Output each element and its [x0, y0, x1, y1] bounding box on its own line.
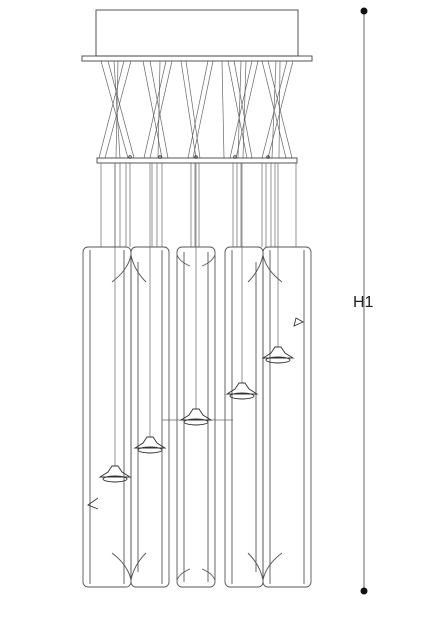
pendant-lamp: [225, 382, 259, 400]
suspension-cables: [98, 60, 294, 159]
tube-5: [262, 246, 312, 588]
ceiling-canopy: [81, 9, 313, 62]
pendant-lamp: [98, 465, 132, 483]
pendant-lamp: [179, 408, 213, 426]
dimension-end-point: [360, 587, 368, 595]
height-dimension: H1: [353, 7, 374, 595]
pendant-lamp: [261, 346, 295, 364]
vertical-tubes: [82, 246, 312, 588]
tube-4: [224, 246, 264, 588]
pendant-lamp-partial: [87, 497, 99, 510]
pendant-lamp: [133, 436, 167, 454]
drop-rods: [100, 163, 297, 247]
tube-1: [82, 246, 132, 588]
dimension-label: H1: [353, 294, 374, 311]
pendant-cords: [114, 163, 279, 466]
tube-3: [176, 246, 216, 588]
pendant-lamp-partial: [293, 317, 304, 327]
middle-plate: [96, 155, 298, 164]
dimension-start-point: [360, 7, 368, 15]
